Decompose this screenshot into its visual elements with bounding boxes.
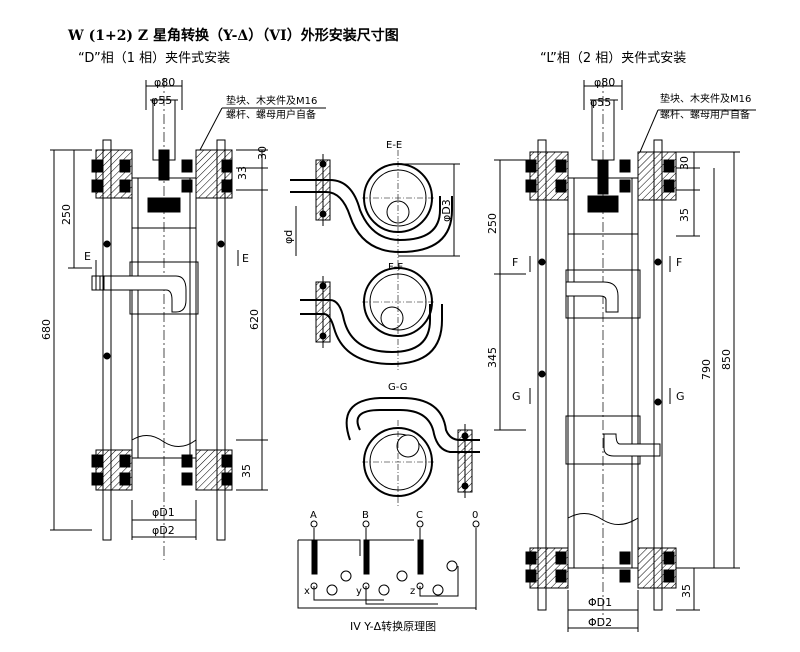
right-dim-345: 345 — [486, 347, 499, 368]
right-section-g-left: G — [512, 390, 521, 403]
tap-y: y — [356, 586, 362, 597]
left-dim-phid2: φD2 — [152, 524, 175, 537]
left-phi80: φ80 — [154, 76, 175, 89]
tap-x: x — [304, 586, 310, 597]
right-dim-250: 250 — [486, 213, 499, 234]
right-dim-35-top: 35 — [678, 208, 691, 222]
left-note-line1: 垫块、木夹件及M16 — [226, 94, 317, 107]
tap-z: z — [410, 586, 415, 597]
right-section-g-right: G — [676, 390, 685, 403]
right-dim-790: 790 — [700, 359, 713, 380]
schematic-caption: IV Y-Δ转换原理图 — [350, 619, 436, 633]
middle-view — [290, 150, 480, 610]
dim-phid3: φD3 — [440, 199, 453, 222]
left-dim-33: 33 — [236, 166, 249, 180]
section-ee-label: E-E — [386, 140, 402, 151]
drawing-title: W (1+2) Z 星角转换（Y-Δ）（VI）外形安装尺寸图 — [67, 27, 399, 44]
right-dim-30: 30 — [678, 156, 691, 170]
right-note-line1: 垫块、木夹件及M16 — [660, 92, 751, 105]
left-phi55: φ55 — [151, 94, 172, 107]
right-dim-35-bottom: 35 — [680, 584, 693, 598]
left-dim-35: 35 — [240, 464, 253, 478]
right-phi55: φ55 — [590, 96, 611, 109]
terminal-b: B — [362, 510, 369, 521]
right-phi80: φ80 — [594, 76, 615, 89]
terminal-c: C — [416, 510, 423, 521]
left-note-line2: 螺杆、螺母用户自备 — [226, 108, 316, 121]
right-section-f-left: F — [512, 256, 518, 269]
right-dim-phid1: ΦD1 — [588, 596, 612, 609]
dim-phid: φd — [282, 230, 295, 244]
right-section-f-right: F — [676, 256, 682, 269]
right-view — [494, 78, 756, 632]
middle-view-labels: E-E F-F G-G φD3 φd A B C 0 x y z IV Y-Δ转… — [282, 140, 478, 633]
left-dim-250: 250 — [60, 204, 73, 225]
terminal-0: 0 — [472, 510, 478, 521]
right-view-heading: “L”相（2 相）夹件式安装 — [540, 51, 686, 66]
left-view-labels: φ80 φ55 垫块、木夹件及M16 螺杆、螺母用户自备 30 33 250 6… — [40, 76, 317, 537]
terminal-a: A — [310, 510, 317, 521]
section-ff-label: F-F — [388, 262, 403, 273]
right-dim-phid2: ΦD2 — [588, 616, 612, 629]
section-gg-label: G-G — [388, 382, 407, 393]
left-section-e-right: E — [242, 252, 249, 265]
left-view — [50, 78, 326, 560]
left-dim-680: 680 — [40, 319, 53, 340]
left-dim-phid1: φD1 — [152, 506, 175, 519]
right-dim-850: 850 — [720, 349, 733, 370]
right-view-labels: φ80 φ55 垫块、木夹件及M16 螺杆、螺母用户自备 30 35 250 3… — [486, 76, 751, 629]
left-view-heading: “D”相（1 相）夹件式安装 — [78, 51, 230, 66]
left-dim-30: 30 — [256, 146, 269, 160]
left-section-e-left: E — [84, 250, 91, 263]
right-note-line2: 螺杆、螺母用户自备 — [660, 108, 750, 121]
left-dim-620: 620 — [248, 309, 261, 330]
